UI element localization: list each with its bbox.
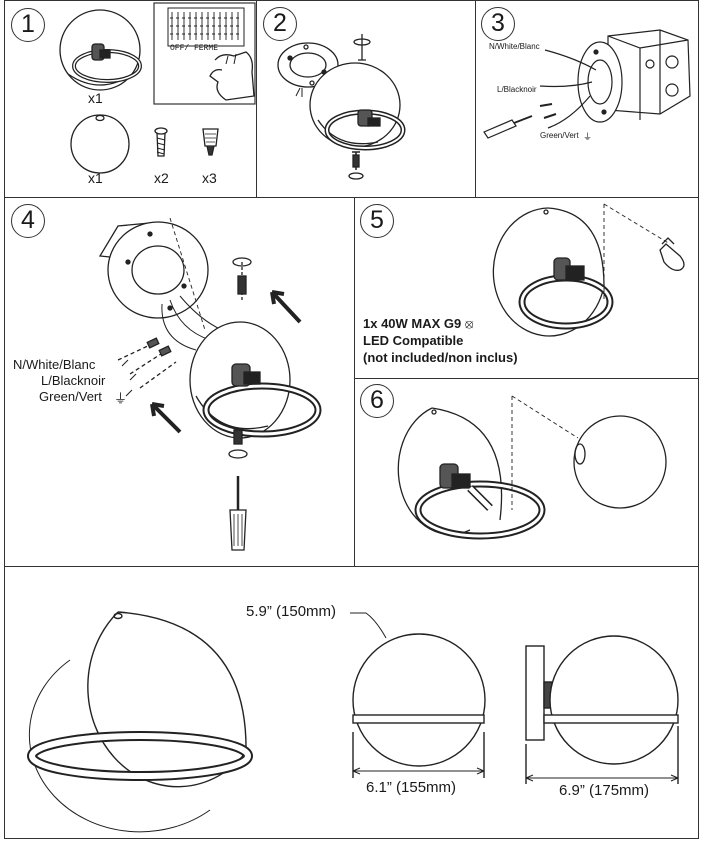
globe-qty: x1 xyxy=(88,170,103,186)
step-number-5: 5 xyxy=(360,204,394,238)
step4-line-label: L/Blacknoir xyxy=(41,373,106,388)
step4-neutral-label: N/White/Blanc xyxy=(13,357,96,372)
screw-qty: x2 xyxy=(154,170,169,186)
step-number-1: 1 xyxy=(11,8,45,42)
connector-qty: x3 xyxy=(202,170,217,186)
ground-icon: ⏚ xyxy=(583,132,593,142)
step3-line-label: L/Blacknoir xyxy=(497,85,537,94)
step-number-2: 2 xyxy=(263,7,297,41)
bulb-not-included: (not included/non inclus) xyxy=(363,350,518,365)
depth-label: 6.9” (175mm) xyxy=(559,782,650,799)
step-number-4: 4 xyxy=(11,204,45,238)
step3-neutral-label: N/White/Blanc xyxy=(489,42,540,51)
step-number-6: 6 xyxy=(360,384,394,418)
width-label: 6.1” (155mm) xyxy=(366,779,457,796)
led-compatible: LED Compatible xyxy=(363,333,464,348)
dimensions-panel xyxy=(4,566,699,839)
bulb-icon: ⦻ xyxy=(464,316,474,331)
globe-diameter-label: 5.9” (150mm) xyxy=(246,603,337,620)
step3-ground-label: Green/Vert xyxy=(540,131,579,140)
ground-icon: ⏚ xyxy=(114,391,128,406)
wattage-spec: 1x 40W MAX G9 ⦻ xyxy=(363,316,474,331)
fixture-qty: x1 xyxy=(88,90,103,106)
step-number-3: 3 xyxy=(481,7,515,41)
breaker-label: OFF/ FERME xyxy=(170,44,219,53)
step6-panel xyxy=(354,378,699,567)
step4-ground-label: Green/Vert xyxy=(39,389,102,404)
